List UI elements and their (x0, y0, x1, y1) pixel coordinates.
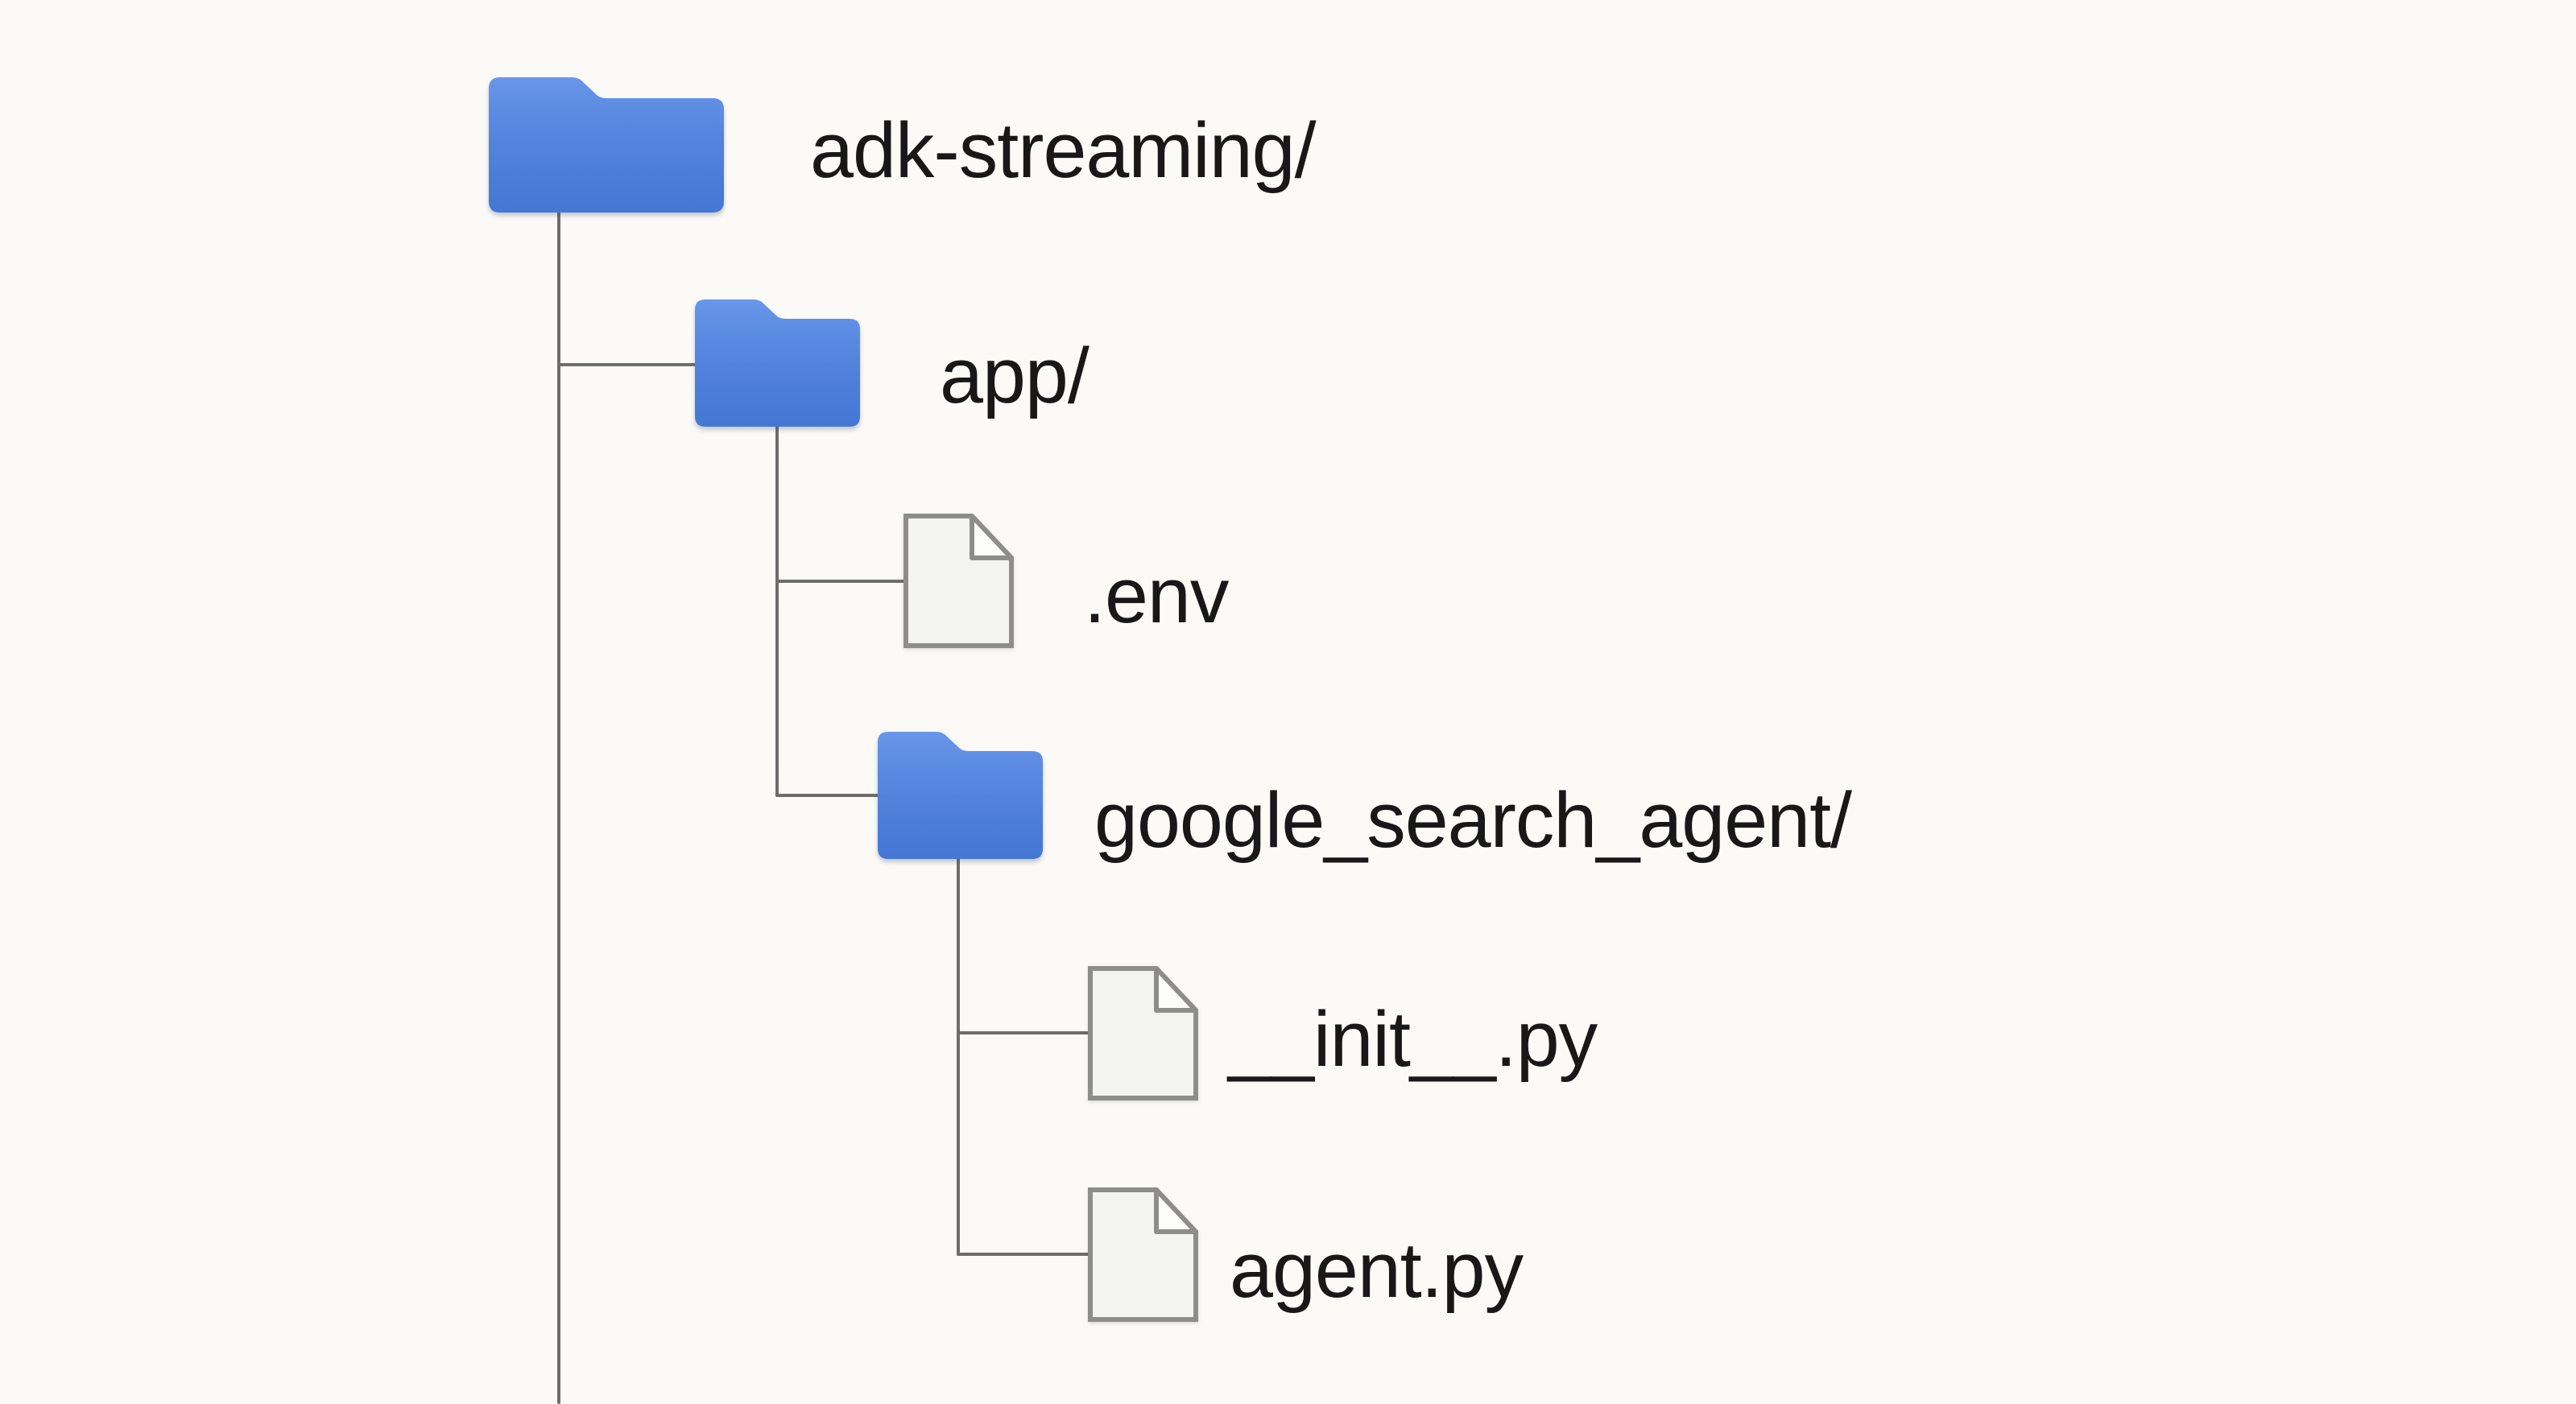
folder-icon (878, 732, 1043, 859)
connector-branch-app (557, 363, 697, 366)
tree-node-label-google-search-agent: google_search_agent/ (1094, 776, 1852, 864)
file-icon (1088, 966, 1198, 1100)
tree-node-adk-streaming (489, 77, 724, 217)
connector-branch-env (775, 580, 905, 583)
connector-trunk-google-search-agent (957, 857, 960, 1256)
file-icon (1088, 1187, 1198, 1322)
tree-node-init (1088, 966, 1198, 1105)
connector-branch-agent (957, 1253, 1090, 1256)
tree-node-app (695, 299, 860, 431)
tree-node-env (903, 514, 1014, 652)
connector-trunk-app (775, 425, 779, 797)
tree-node-label-init: __init__.py (1228, 995, 1598, 1083)
tree-node-label-adk-streaming: adk-streaming/ (810, 106, 1317, 194)
folder-icon (489, 77, 724, 213)
tree-node-label-agent: agent.py (1230, 1226, 1524, 1314)
connector-branch-init (957, 1031, 1090, 1034)
connector-trunk-root (557, 211, 560, 1404)
tree-node-agent (1088, 1187, 1198, 1326)
folder-icon (695, 299, 860, 427)
tree-node-label-env: .env (1084, 551, 1229, 639)
tree-node-google-search-agent (878, 732, 1043, 863)
connector-branch-google-search-agent (775, 794, 879, 797)
file-icon (903, 514, 1014, 648)
tree-node-label-app: app/ (940, 332, 1090, 419)
